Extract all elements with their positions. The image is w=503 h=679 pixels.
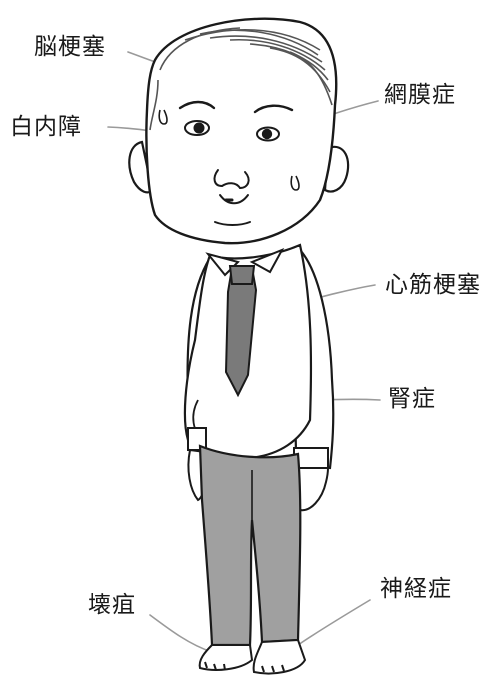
leader-gangrene <box>149 614 213 653</box>
label-nephropathy: 腎症 <box>388 386 436 412</box>
leader-neuropathy <box>297 599 371 646</box>
hair <box>149 27 333 131</box>
eyes <box>184 120 280 142</box>
label-brain-infarction: 脳梗塞 <box>34 34 106 60</box>
eyebrows <box>178 100 294 114</box>
feet <box>198 638 307 675</box>
label-neuropathy: 神経症 <box>380 576 452 602</box>
head <box>145 17 338 245</box>
label-myocardial-infarction: 心筋梗塞 <box>385 272 481 298</box>
label-retinopathy: 網膜症 <box>384 82 456 108</box>
pants <box>198 444 302 647</box>
sweat-drops <box>158 109 300 191</box>
label-gangrene: 壊疽 <box>88 592 136 618</box>
label-cataract: 白内障 <box>10 114 82 140</box>
nose-mouth <box>213 169 251 226</box>
tie-knot <box>228 265 256 285</box>
